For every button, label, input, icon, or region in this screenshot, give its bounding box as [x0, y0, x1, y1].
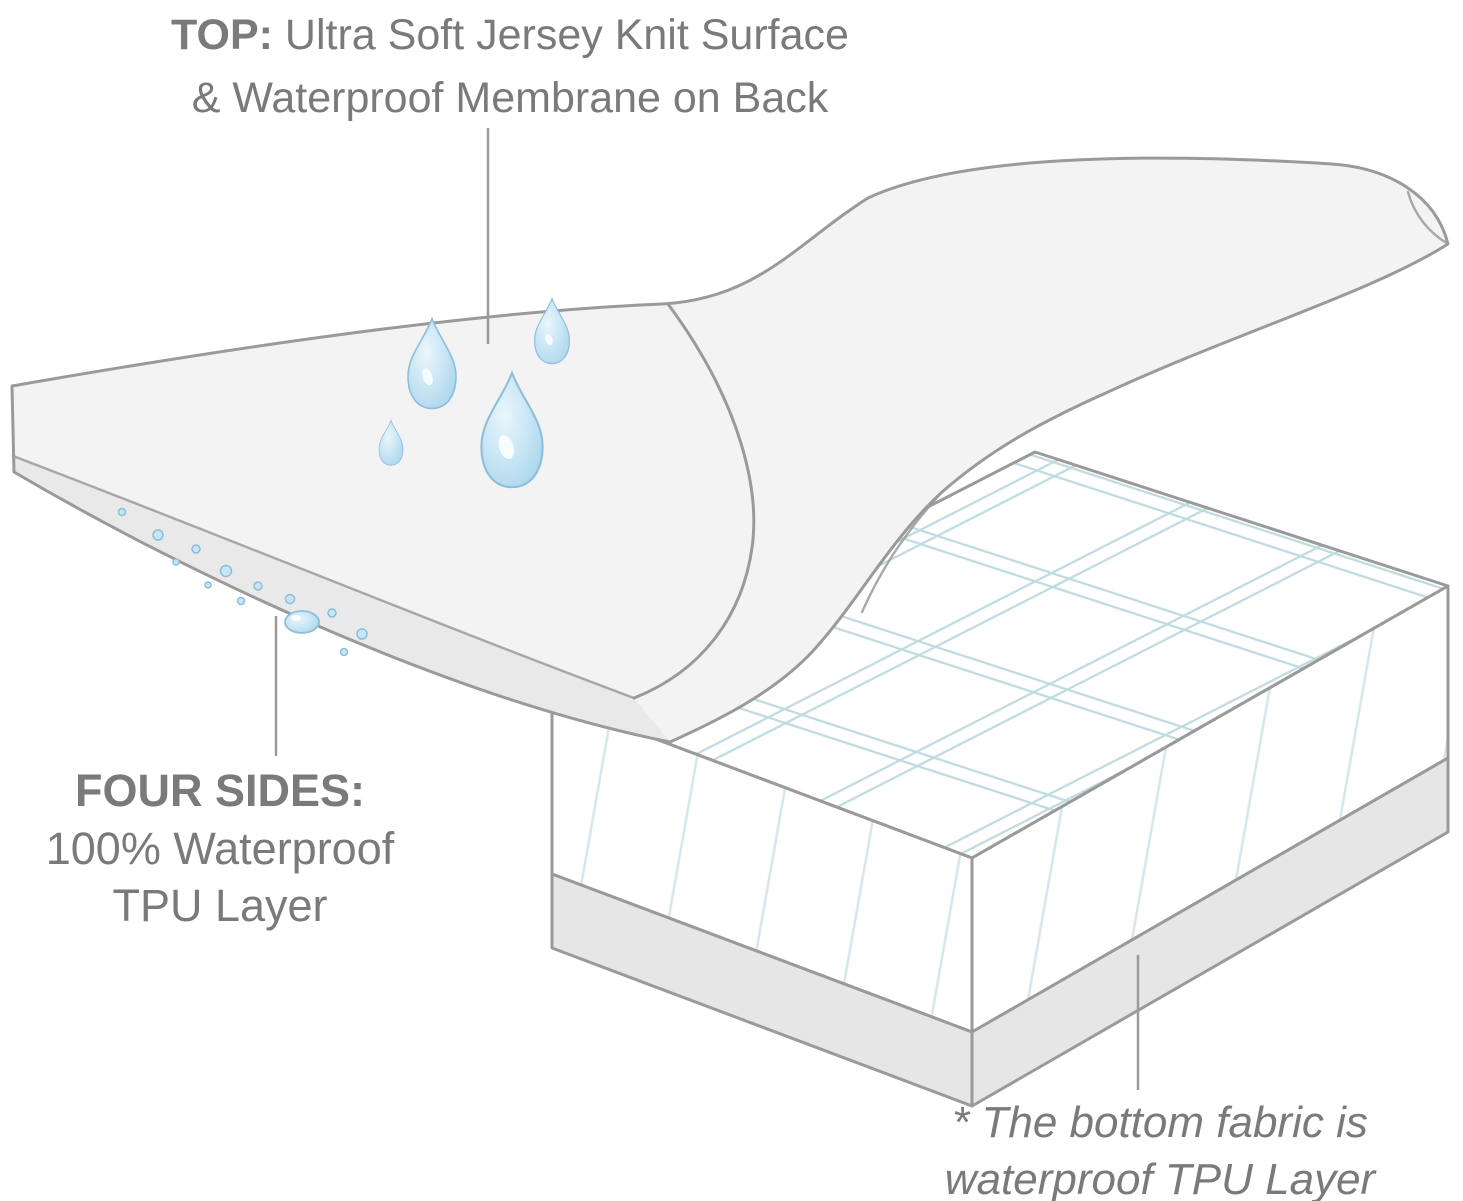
mattress [550, 450, 1450, 1108]
top-annotation-line1: TOP: Ultra Soft Jersey Knit Surface [90, 4, 930, 67]
protector-sheet [10, 156, 1450, 744]
water-drop-icon [534, 298, 570, 365]
water-drop-icon [407, 317, 457, 410]
bottom-fabric-annotation: * The bottom fabric is waterproof TPU La… [870, 1094, 1450, 1201]
top-annotation-text: Ultra Soft Jersey Knit Surface [272, 11, 849, 59]
mattress-bottom-band [550, 756, 1450, 1108]
mattress-top-face [550, 450, 1450, 860]
mattress-side-faces [550, 584, 1450, 1034]
four-sides-annotation: FOUR SIDES: 100% Waterproof TPU Layer [25, 762, 415, 935]
sheet-band-end-fold [1406, 190, 1450, 246]
sheet-curl-line [860, 490, 944, 614]
bottom-annotation-line2: waterproof TPU Layer [944, 1155, 1376, 1201]
top-annotation: TOP: Ultra Soft Jersey Knit Surface & Wa… [90, 4, 930, 130]
sheet-fold-crease [632, 302, 756, 700]
bottom-annotation-line1: * The bottom fabric is [952, 1098, 1368, 1147]
top-annotation-line2: & Waterproof Membrane on Back [191, 74, 829, 123]
sheet-side-crease [11, 454, 636, 700]
water-drop-icon [480, 371, 544, 489]
top-annotation-label: TOP: [171, 11, 273, 59]
protector-sheet-outline [10, 156, 1450, 744]
water-droplets-icon [378, 298, 570, 489]
splash-droplets-icon [117, 507, 368, 657]
four-sides-line2: 100% Waterproof [45, 822, 395, 874]
four-sides-line3: TPU Layer [112, 880, 328, 932]
protector-sheet-side-face [13, 456, 670, 742]
four-sides-label: FOUR SIDES: [74, 765, 366, 816]
